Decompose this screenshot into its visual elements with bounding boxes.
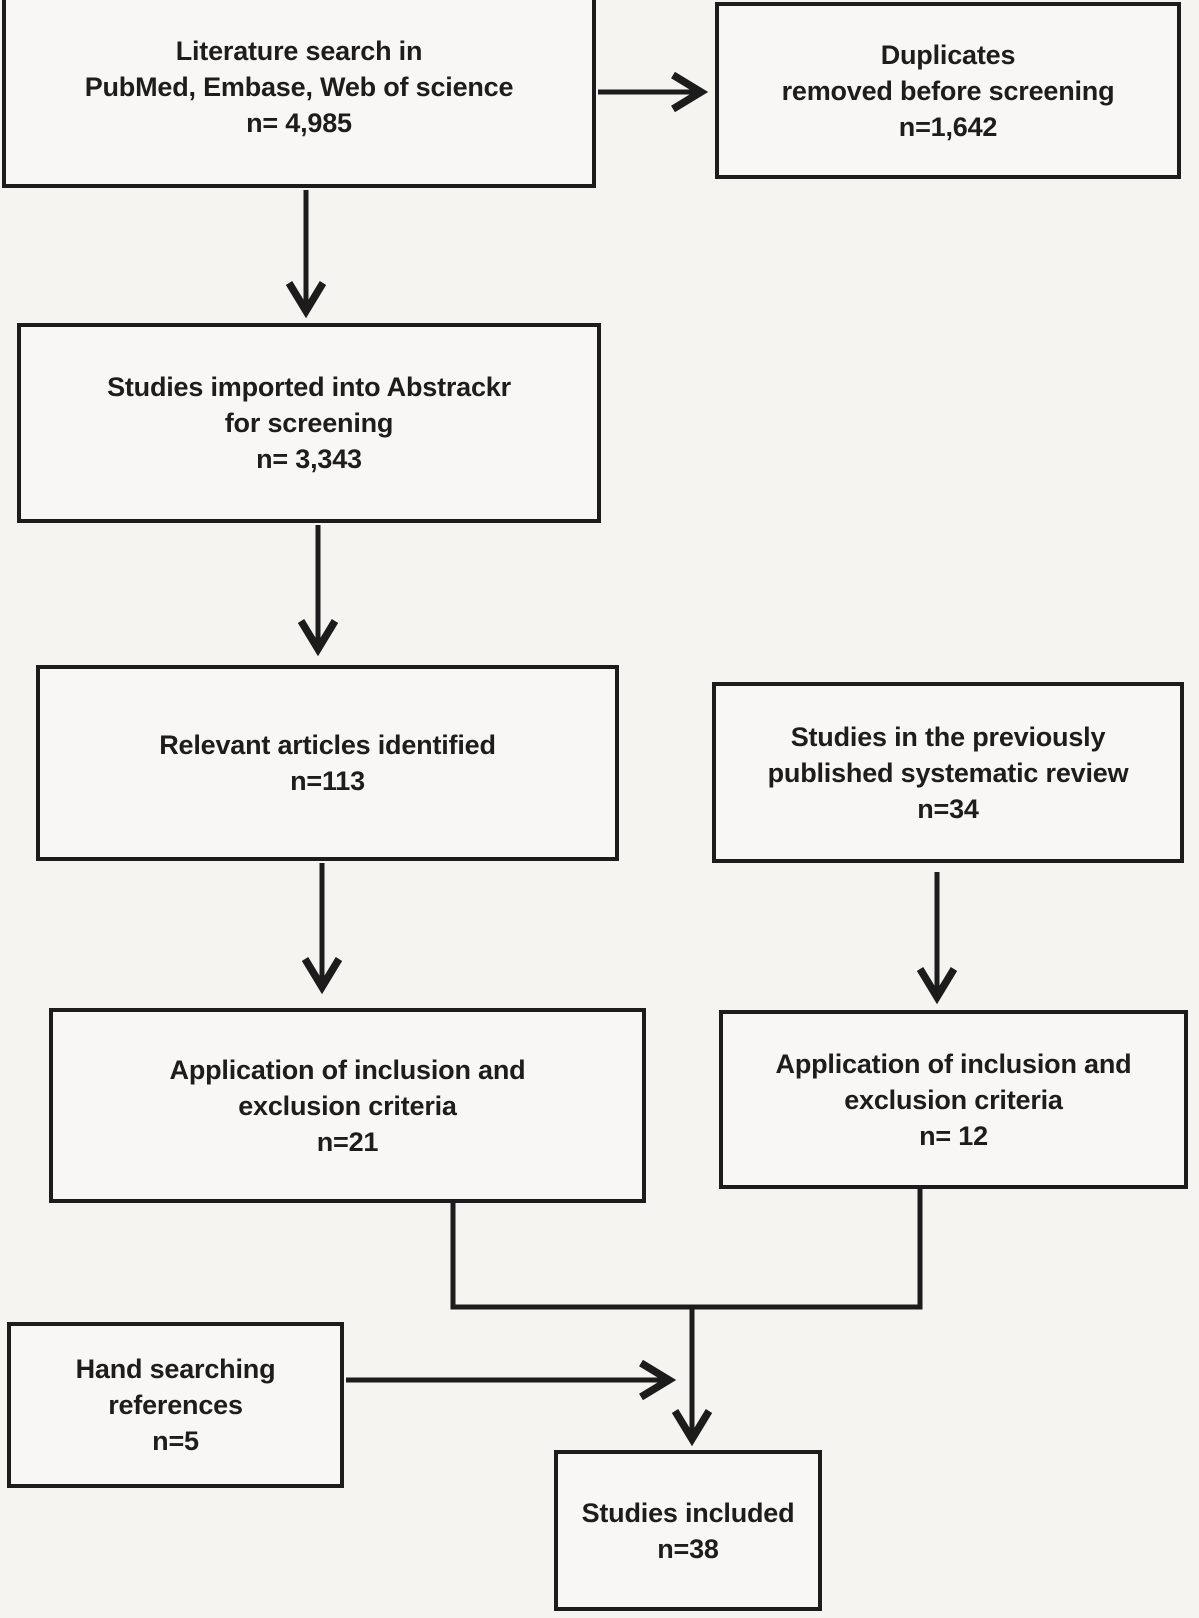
box-studies-imported: Studies imported into Abstrackr for scre… <box>17 323 601 523</box>
box-hand-searching: Hand searching references n=5 <box>7 1322 344 1488</box>
box-text-line: Hand searching <box>75 1354 276 1384</box>
box-text-line: Studies included <box>581 1497 795 1528</box>
box-text-line: Studies imported into Abstrackr <box>107 372 511 402</box>
box-duplicates-removed: Duplicates removed before screening n=1,… <box>715 2 1181 179</box>
box-text-line: exclusion criteria <box>238 1090 457 1121</box>
box-text-line: Literature search in <box>175 36 423 66</box>
box-count: n=21 <box>316 1126 379 1157</box>
box-relevant-articles: Relevant articles identified n=113 <box>36 665 619 861</box>
box-text-line: PubMed, Embase, Web of science <box>84 72 514 102</box>
box-text-line: removed before screening <box>781 75 1115 106</box>
box-text-line: Duplicates <box>880 39 1016 70</box>
box-text-line: published systematic review <box>767 757 1129 788</box>
box-text-line: references <box>108 1390 243 1420</box>
box-count: n=1,642 <box>898 111 998 142</box>
box-count: n=34 <box>917 793 979 824</box>
box-count: n=5 <box>152 1426 199 1456</box>
box-criteria-left: Application of inclusion and exclusion c… <box>49 1008 646 1203</box>
box-text-line: for screening <box>224 408 394 438</box>
box-studies-included: Studies included n=38 <box>554 1450 822 1611</box>
box-criteria-right: Application of inclusion and exclusion c… <box>719 1010 1188 1189</box>
elbow-criteria-merge <box>450 1187 923 1310</box>
box-text-line: Application of inclusion and <box>775 1048 1132 1079</box>
box-count: n= 3,343 <box>256 444 362 474</box>
box-count: n= 4,985 <box>246 108 352 138</box>
box-text-line: exclusion criteria <box>844 1084 1063 1115</box>
box-count: n=38 <box>657 1533 719 1564</box>
box-previous-review: Studies in the previously published syst… <box>712 682 1184 863</box>
box-text-line: Relevant articles identified <box>159 730 496 760</box>
box-count: n= 12 <box>919 1120 988 1151</box>
box-count: n=113 <box>290 766 365 796</box>
box-literature-search: Literature search in PubMed, Embase, Web… <box>2 0 596 188</box>
box-text-line: Studies in the previously <box>790 721 1106 752</box>
box-text-line: Application of inclusion and <box>169 1054 526 1085</box>
